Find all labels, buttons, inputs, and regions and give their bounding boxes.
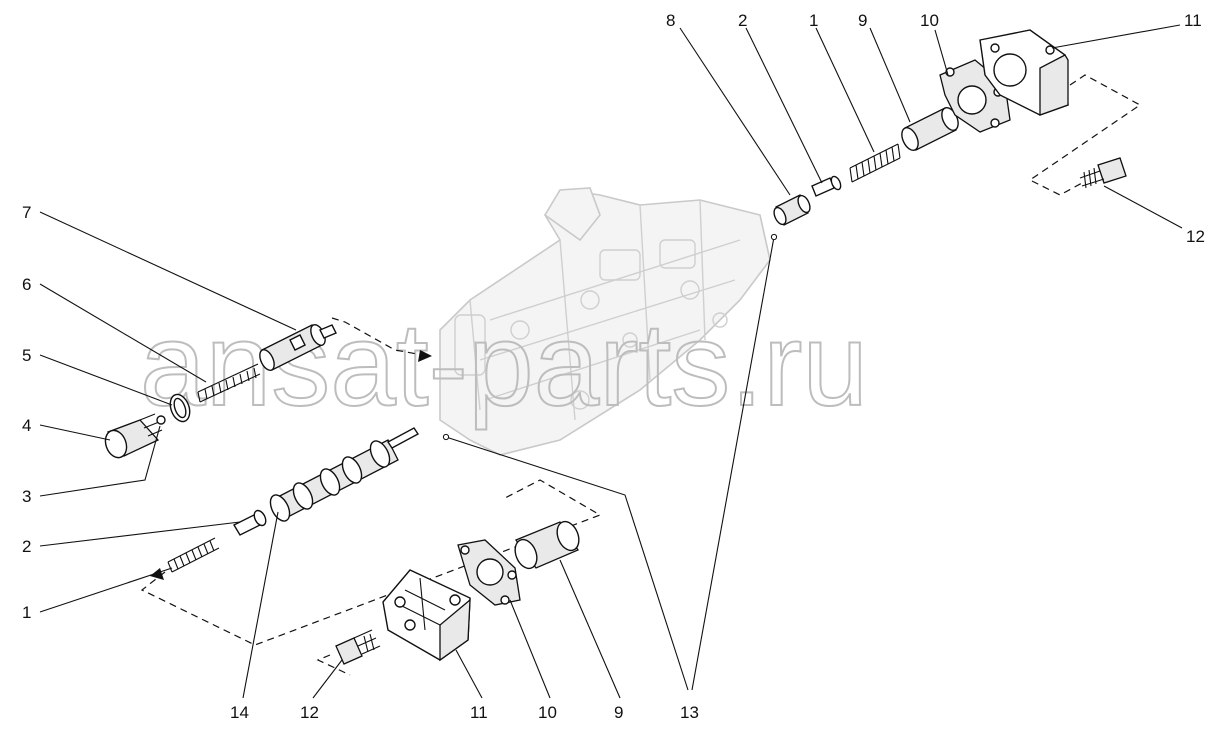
callout-9-bottom: 9 — [614, 703, 623, 722]
bolt-part-12-right — [1079, 157, 1127, 189]
valve-body-housing — [439, 187, 771, 456]
callout-10-top: 10 — [920, 11, 939, 30]
bushing-part-9-top — [901, 107, 959, 151]
gasket-part-10-bottom — [457, 539, 521, 606]
pin-part-2-left — [233, 509, 267, 536]
callout-5: 5 — [22, 346, 31, 365]
spring-part-6 — [197, 363, 261, 403]
callout-2-top: 2 — [738, 11, 747, 30]
plug-part-4 — [104, 413, 163, 459]
spring-part-1-top — [849, 143, 901, 183]
callout-12-bottom: 12 — [300, 703, 319, 722]
assembly-path-dashed-bolt — [316, 654, 351, 676]
assembly-arrow-bottom — [150, 568, 164, 580]
spring-part-1-left — [167, 537, 220, 573]
sleeve-part-8 — [773, 194, 811, 226]
watermark-text: ansat-parts.ru — [140, 299, 868, 431]
leader-lines — [39, 24, 1183, 699]
cover-plate-part-11-bottom — [382, 569, 471, 662]
callout-8: 8 — [666, 11, 675, 30]
bushing-part-9-bottom — [514, 520, 580, 570]
callout-14: 14 — [230, 703, 249, 722]
callout-3: 3 — [22, 487, 31, 506]
callout-labels: 8 2 1 9 10 11 12 7 6 5 4 3 2 1 14 12 11 … — [22, 11, 1205, 722]
spool-part-14 — [269, 427, 420, 522]
assembly-path-dashed-top — [1028, 74, 1142, 196]
pin-part-2-top — [811, 175, 842, 197]
callout-2-left: 2 — [22, 537, 31, 556]
callout-1-left: 1 — [22, 603, 31, 622]
callout-13: 13 — [680, 703, 699, 722]
callout-12-right: 12 — [1186, 227, 1205, 246]
callout-9-top: 9 — [858, 11, 867, 30]
valve-part-7 — [259, 324, 337, 371]
callout-4: 4 — [22, 416, 31, 435]
callout-10-bottom: 10 — [538, 703, 557, 722]
callout-6: 6 — [22, 275, 31, 294]
assembly-path-dashed-left — [331, 317, 429, 357]
bolt-part-12-bottom — [335, 629, 381, 665]
cover-plate-part-11-top — [979, 29, 1069, 116]
assembly-arrow-left — [418, 350, 432, 362]
callout-11-bottom: 11 — [470, 703, 488, 722]
o-ring-part-5 — [169, 393, 191, 423]
ball-part-3 — [156, 415, 166, 425]
callout-11-top: 11 — [1184, 11, 1202, 30]
callout-7: 7 — [22, 203, 31, 222]
callout-1-top: 1 — [809, 11, 818, 30]
